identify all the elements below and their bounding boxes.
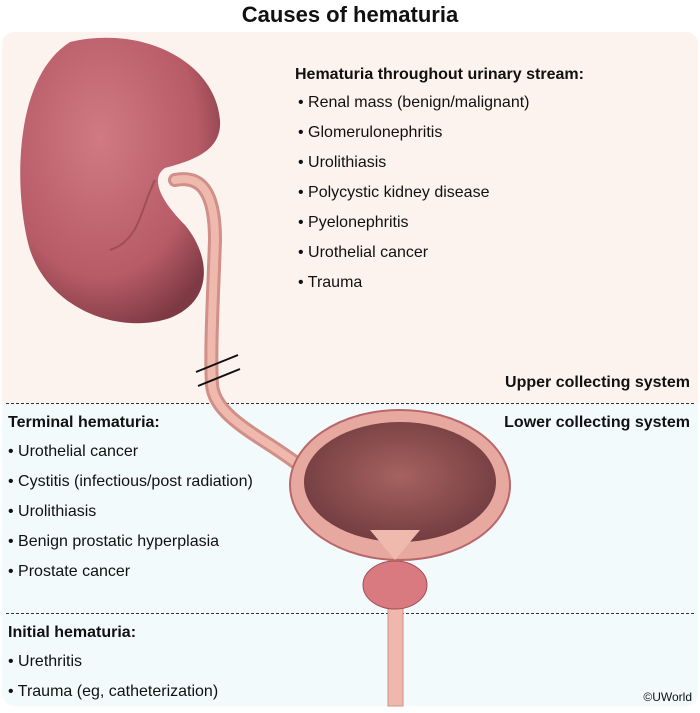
list-item: Cystitis (infectious/post radiation) (8, 472, 253, 502)
lower-system-label: Lower collecting system (504, 414, 690, 431)
list-item: Urolithiasis (8, 502, 253, 532)
copyright: ©UWorld (643, 690, 692, 704)
list-item: Urolithiasis (298, 153, 530, 183)
throughout-heading: Hematuria throughout urinary stream: (295, 66, 584, 83)
upper-lower-divider (6, 403, 694, 404)
list-item: Trauma (eg, catheterization) (8, 682, 218, 712)
list-item: Urothelial cancer (8, 442, 253, 472)
list-item: Urethritis (8, 652, 218, 682)
list-item: Prostate cancer (8, 562, 253, 592)
kidney (20, 37, 221, 324)
break-mark-lower (197, 368, 241, 387)
list-item: Renal mass (benign/malignant) (298, 93, 529, 123)
upper-system-label: Upper collecting system (505, 374, 690, 391)
list-item: Pyelonephritis (298, 213, 530, 243)
prostate (362, 560, 428, 610)
break-mark-upper (195, 354, 239, 373)
terminal-heading: Terminal hematuria: (8, 414, 160, 431)
initial-list: Urethritis Trauma (eg, catheterization) (8, 652, 218, 712)
list-item: Benign prostatic hyperplasia (8, 532, 253, 562)
throughout-list: Renal mass (benign/malignant) Glomerulon… (298, 93, 530, 303)
bladder-lumen (304, 422, 496, 542)
initial-heading: Initial hematuria: (8, 624, 137, 641)
list-item: Trauma (298, 273, 530, 303)
terminal-list: Urothelial cancer Cystitis (infectious/p… (8, 442, 253, 592)
list-item: Glomerulonephritis (298, 123, 530, 153)
list-item: Urothelial cancer (298, 243, 530, 273)
diagram-title: Causes of hematuria (241, 2, 459, 27)
list-item: Polycystic kidney disease (298, 183, 530, 213)
terminal-initial-divider (6, 613, 694, 614)
